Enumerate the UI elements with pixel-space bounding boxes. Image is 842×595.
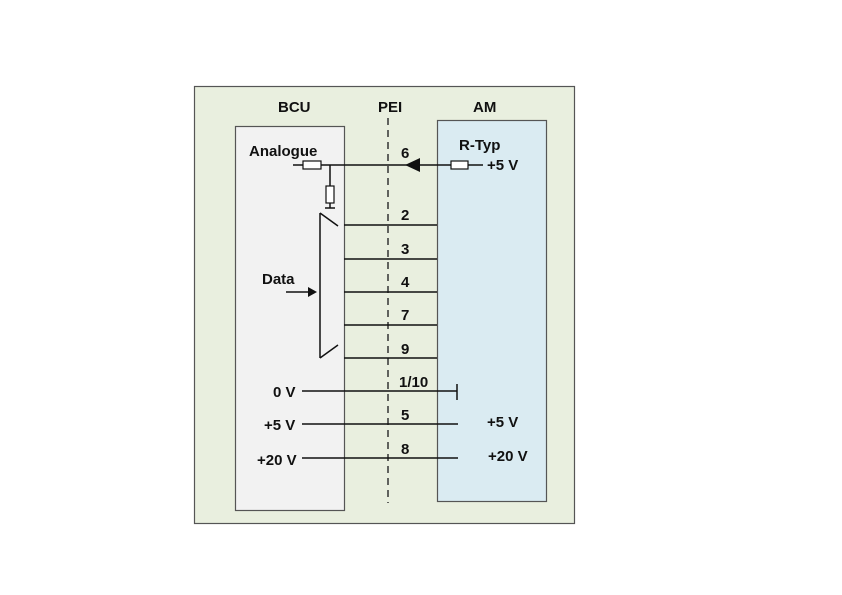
am-20v-label: +20 V	[488, 448, 528, 465]
arrow-right-icon	[308, 287, 317, 297]
bcu-5v-label: +5 V	[264, 417, 295, 434]
bcu-header: BCU	[278, 99, 311, 116]
resistor-icon	[302, 160, 322, 170]
pei-header: PEI	[378, 99, 402, 116]
data-label: Data	[262, 271, 295, 288]
am-header: AM	[473, 99, 496, 116]
resistor-icon	[325, 185, 335, 204]
arrow-left-icon	[405, 158, 420, 172]
pin-8: 8	[401, 441, 409, 458]
bcu-20v-label: +20 V	[257, 452, 297, 469]
am-5v-label: +5 V	[487, 414, 518, 431]
bcu-0v-label: 0 V	[273, 384, 296, 401]
pin-7: 7	[401, 307, 409, 324]
analogue-label: Analogue	[249, 143, 317, 160]
pin-6: 6	[401, 145, 409, 162]
am-box	[436, 119, 548, 503]
pin-4: 4	[401, 274, 410, 291]
pin-5: 5	[401, 407, 409, 424]
rtyp-label: R-Typ	[459, 137, 500, 154]
data-lines	[344, 224, 437, 359]
rtyp-supply: +5 V	[487, 157, 518, 174]
resistor-icon	[450, 160, 469, 170]
pin-2: 2	[401, 207, 409, 224]
pin-3: 3	[401, 241, 409, 258]
pin-1-10: 1/10	[399, 374, 428, 391]
pin-9: 9	[401, 341, 409, 358]
